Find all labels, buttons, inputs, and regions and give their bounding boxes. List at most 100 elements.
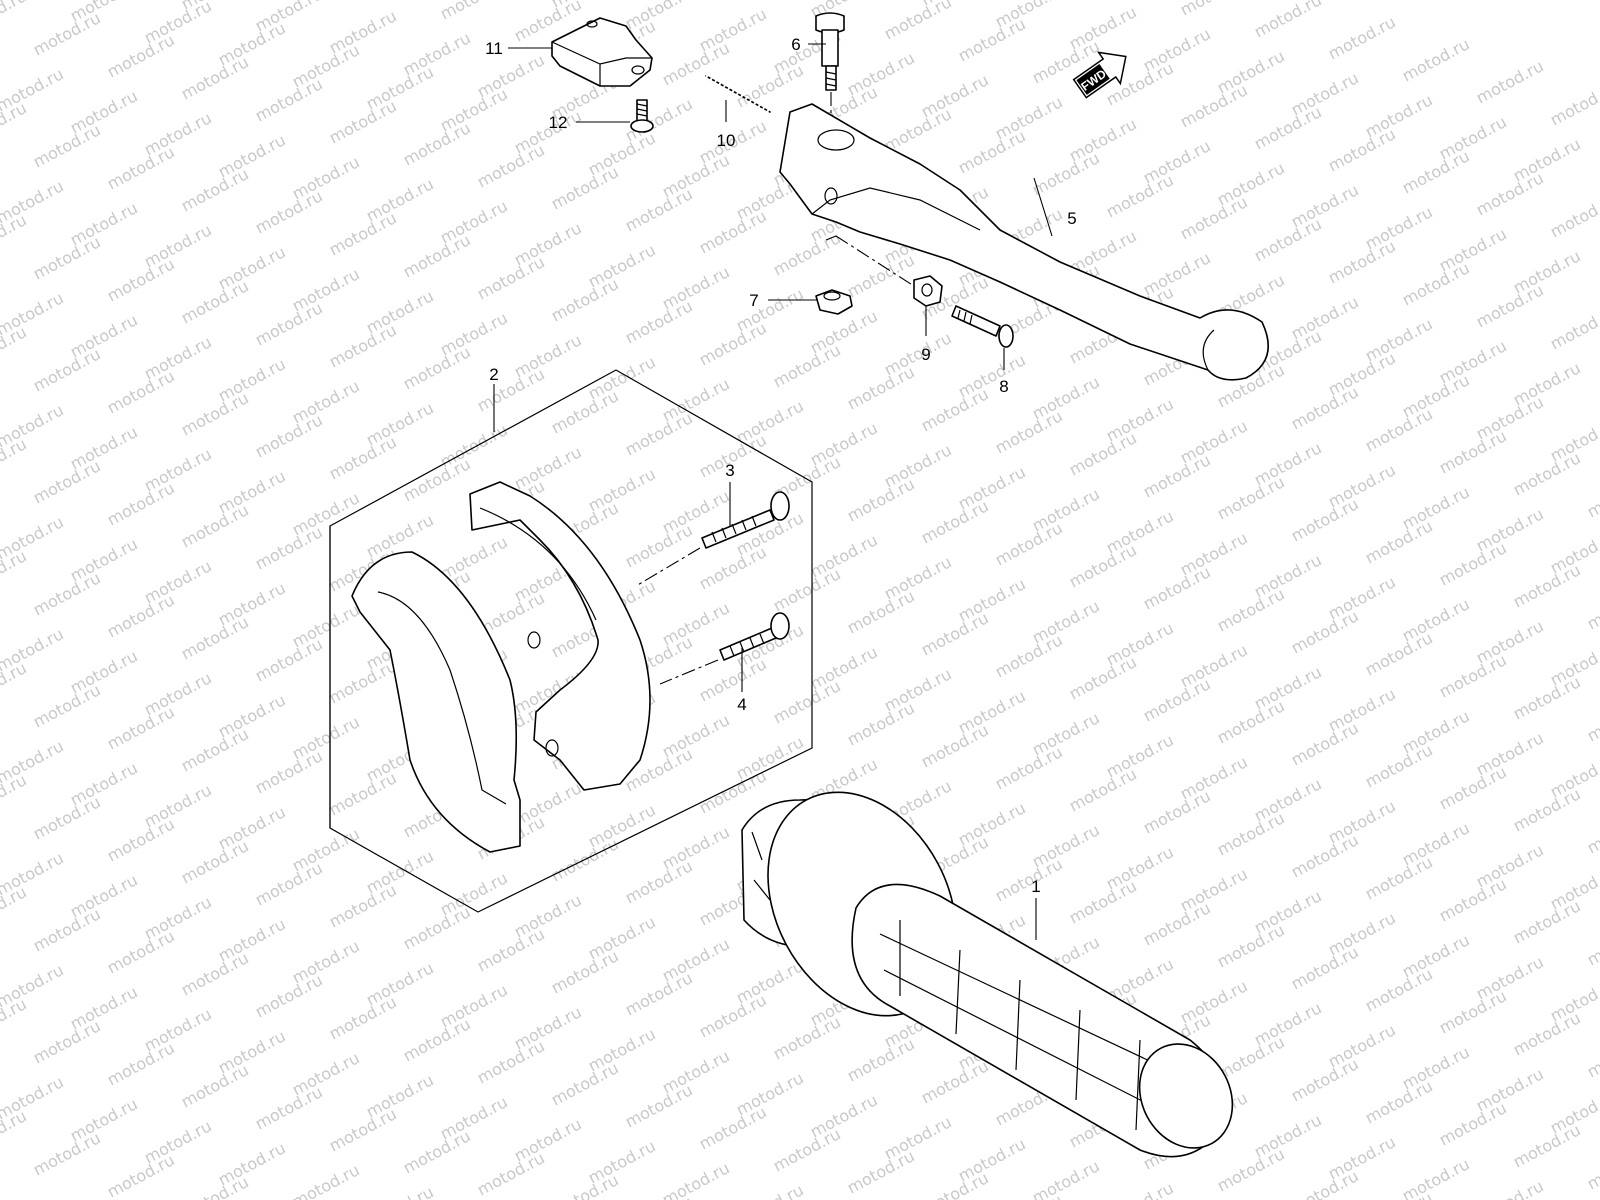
watermark-text: motod.ru — [1288, 942, 1362, 993]
watermark-text: motod.ru — [1214, 1144, 1288, 1195]
watermark-text: motod.ru — [696, 206, 770, 257]
watermark-text: motod.ru — [0, 994, 30, 1045]
watermark-text: motod.ru — [844, 698, 918, 749]
watermark-text: motod.ru — [252, 634, 326, 685]
watermark-text: motod.ru — [1362, 852, 1436, 903]
watermark-text: motod.ru — [548, 386, 622, 437]
watermark-text: motod.ru — [178, 164, 252, 215]
callout-1: 1 — [1031, 877, 1040, 896]
watermark-text: motod.ru — [178, 948, 252, 999]
watermark-text: motod.ru — [548, 162, 622, 213]
watermark-text: motod.ru — [104, 30, 178, 81]
part-2-housing-box — [329, 369, 813, 913]
watermark-text: motod.ru — [252, 970, 326, 1021]
watermark-text: motod.ru — [437, 0, 511, 24]
watermark-text: motod.ru — [104, 478, 178, 529]
watermark-text: motod.ru — [178, 276, 252, 327]
watermark-text: motod.ru — [1140, 562, 1214, 613]
watermark-text: motod.ru — [1066, 540, 1140, 591]
watermark-text: motod.ru — [30, 1016, 104, 1067]
watermark-text: motod.ru — [770, 1012, 844, 1063]
watermark-text: motod.ru — [770, 676, 844, 727]
watermark-text: motod.ru — [1177, 192, 1251, 243]
part-8-bolt — [951, 305, 1014, 348]
watermark-text: motod.ru — [1510, 448, 1584, 499]
watermark-text: motod.ru — [1584, 582, 1600, 633]
part-3-screw — [635, 491, 790, 587]
leader-lines — [493, 43, 1053, 940]
watermark-text: motod.ru — [400, 454, 474, 505]
watermark-text: motod.ru — [1399, 1154, 1473, 1200]
watermark-text: motod.ru — [1140, 786, 1214, 837]
watermark-text: motod.ru — [1288, 494, 1362, 545]
watermark-text: motod.ru — [1547, 78, 1600, 129]
watermark-text: motod.ru — [474, 364, 548, 415]
watermark-text: motod.ru — [1288, 1166, 1362, 1200]
watermark-text: motod.ru — [178, 500, 252, 551]
watermark-text: motod.ru — [1584, 806, 1600, 857]
watermark-text: motod.ru — [326, 320, 400, 371]
watermark-text: motod.ru — [30, 8, 104, 59]
watermark-text: motod.ru — [0, 658, 30, 709]
watermark-text: motod.ru — [30, 120, 104, 171]
watermark-text: motod.ru — [1473, 56, 1547, 107]
watermark-text: motod.ru — [696, 318, 770, 369]
watermark-text: motod.ru — [252, 186, 326, 237]
watermark-text: motod.ru — [104, 702, 178, 753]
watermark-text: motod.ru — [1066, 652, 1140, 703]
watermark-text: motod.ru — [252, 858, 326, 909]
part-5-lever — [779, 103, 1270, 381]
watermark-text: motod.ru — [363, 0, 437, 2]
watermark-text: motod.ru — [0, 770, 30, 821]
watermark-text: motod.ru — [659, 38, 733, 89]
watermark-text: motod.ru — [918, 384, 992, 435]
watermark-text: motod.ru — [622, 856, 696, 907]
watermark-text: motod.ru — [1473, 280, 1547, 331]
watermark-text: motod.ru — [659, 1158, 733, 1200]
watermark-text: motod.ru — [326, 880, 400, 931]
watermark-text: motod.ru — [844, 250, 918, 301]
watermark-text: motod.ru — [1066, 428, 1140, 479]
watermark-text: motod.ru — [844, 586, 918, 637]
watermark-text: motod.ru — [548, 1170, 622, 1200]
callout-8: 8 — [999, 377, 1008, 396]
watermark-text: motod.ru — [30, 456, 104, 507]
watermark-text: motod.ru — [0, 882, 30, 933]
watermark-text: motod.ru — [992, 518, 1066, 569]
watermark-text: motod.ru — [696, 990, 770, 1041]
watermark-text: motod.ru — [1436, 650, 1510, 701]
watermark-text: motod.ru — [289, 1160, 363, 1200]
watermark-text: motod.ru — [1103, 170, 1177, 221]
watermark-text: motod.ru — [1436, 1098, 1510, 1149]
watermark-text: motod.ru — [1436, 874, 1510, 925]
watermark-text: motod.ru — [844, 1034, 918, 1085]
part-12-screw — [630, 99, 654, 133]
watermark-text: motod.ru — [474, 252, 548, 303]
watermark-text: motod.ru — [770, 340, 844, 391]
watermark-text: motod.ru — [696, 654, 770, 705]
watermark-text: motod.ru — [1362, 516, 1436, 567]
watermark-text: motod.ru — [30, 904, 104, 955]
watermark-text: motod.ru — [104, 1150, 178, 1200]
watermark-text: motod.ru — [1362, 404, 1436, 455]
watermark-text: motod.ru — [400, 1126, 474, 1177]
watermark-text: motod.ru — [1436, 538, 1510, 589]
watermark-text: motod.ru — [770, 228, 844, 279]
watermark-text: motod.ru — [1510, 1120, 1584, 1171]
watermark-text: motod.ru — [1473, 168, 1547, 219]
watermark-text: motod.ru — [252, 298, 326, 349]
part-6-pivot-bolt — [815, 12, 845, 140]
watermark-text: motod.ru — [1029, 1156, 1103, 1200]
callout-7: 7 — [749, 291, 758, 310]
watermark-text: motod.ru — [992, 630, 1066, 681]
watermark-text: motod.ru — [1510, 896, 1584, 947]
watermark-text: motod.ru — [1140, 898, 1214, 949]
watermark-text: motod.ru — [918, 720, 992, 771]
watermark-text: motod.ru — [1029, 148, 1103, 199]
watermark-text: motod.ru — [0, 322, 30, 373]
callout-6: 6 — [791, 35, 800, 54]
watermark-text: motod.ru — [104, 590, 178, 641]
watermark-text: motod.ru — [696, 1102, 770, 1153]
watermark-text: motod.ru — [1584, 470, 1600, 521]
watermark-text: motod.ru — [881, 0, 955, 44]
